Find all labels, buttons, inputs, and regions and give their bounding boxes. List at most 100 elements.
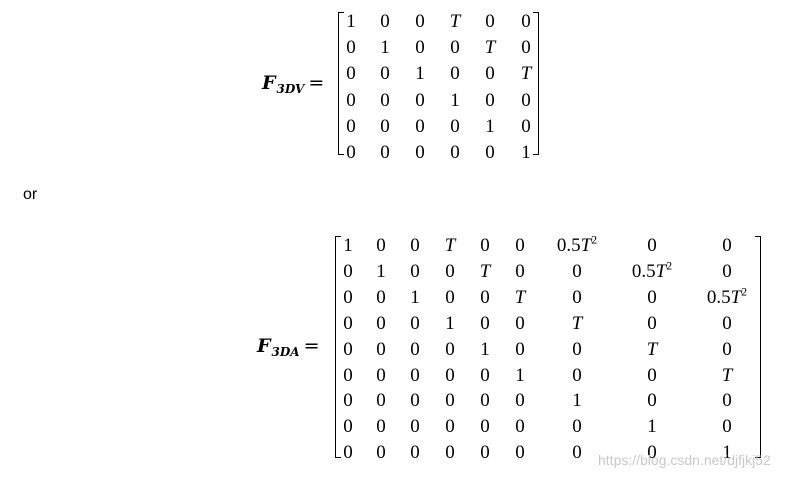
matrix-cell: 0 <box>480 364 490 386</box>
matrix-cell: 0 <box>346 63 356 85</box>
matrix-cell: 0 <box>572 338 582 360</box>
matrix-cell: 0 <box>515 416 525 438</box>
matrix-cell: 0 <box>415 115 425 137</box>
matrix-cell: 0 <box>380 115 390 137</box>
matrix-cell: 0 <box>480 442 490 464</box>
matrix-left-bracket <box>335 236 341 458</box>
equation-lhs: F3DV= <box>262 72 325 96</box>
matrix-cell: 0 <box>521 115 531 137</box>
matrix-cell: 0 <box>376 416 386 438</box>
equals-sign: = <box>308 72 325 94</box>
matrix-cell: T <box>444 235 456 256</box>
matrix-cell: 0.5T2 <box>556 232 598 256</box>
matrix-cell: 0 <box>572 364 582 386</box>
matrix-cell: 0 <box>343 338 353 360</box>
matrix-cell: 0 <box>410 416 420 438</box>
matrix-cell: 1 <box>722 442 732 464</box>
matrix-cell: 0 <box>376 286 386 308</box>
matrix-cell: 0 <box>450 37 460 59</box>
matrix-cell: 0 <box>410 364 420 386</box>
matrix-cell: 0 <box>722 338 732 360</box>
lhs-subscript: 3DV <box>276 82 305 96</box>
matrix-cell: 0 <box>450 115 460 137</box>
matrix-cell: T <box>514 286 526 308</box>
matrix-cell: 0 <box>515 260 525 282</box>
matrix-cell: T <box>484 37 496 59</box>
matrix-cell: 0 <box>445 286 455 308</box>
matrix-cell: 0 <box>480 235 490 256</box>
matrix-cell: 1 <box>485 115 495 137</box>
matrix-cell: T <box>520 63 532 85</box>
matrix-cell: 0 <box>346 142 356 163</box>
matrix-cell: 0 <box>521 37 531 59</box>
matrix-cell: 0 <box>572 442 582 464</box>
equals-sign: = <box>303 335 320 357</box>
matrix-cell: 0 <box>376 364 386 386</box>
lhs-symbol: F <box>262 72 276 94</box>
matrix-cell: 0 <box>445 442 455 464</box>
matrix-cell: 0 <box>343 260 353 282</box>
matrix-cell: 0 <box>521 11 531 32</box>
matrix-cell: 0 <box>485 11 495 32</box>
matrix-cell: 0 <box>410 390 420 412</box>
matrix-cell: 0 <box>722 260 732 282</box>
matrix-cell: 0 <box>515 390 525 412</box>
matrix-cell: 1 <box>415 63 425 85</box>
matrix-cell: 0 <box>647 390 657 412</box>
matrix-cell: 0 <box>343 364 353 386</box>
matrix-cell: 0 <box>380 89 390 111</box>
matrix-cell: 1 <box>343 235 353 256</box>
matrix-cell: 0 <box>410 235 420 256</box>
matrix-cell: 0 <box>515 312 525 334</box>
matrix-cell: 0 <box>485 89 495 111</box>
matrix-cell: T <box>479 260 491 282</box>
matrix-cell: 0 <box>521 89 531 111</box>
matrix-cell: 0 <box>415 142 425 163</box>
matrix-cell: 0 <box>415 11 425 32</box>
matrix-cell: 0 <box>647 364 657 386</box>
matrix-cell: 0 <box>410 338 420 360</box>
matrix-cell: 0 <box>376 442 386 464</box>
matrix-cell: 0 <box>410 312 420 334</box>
matrix-cell: 0 <box>515 442 525 464</box>
equation-lhs: F3DA= <box>257 335 320 359</box>
matrix-cell: T <box>646 338 658 360</box>
matrix-cell: 0 <box>515 235 525 256</box>
matrix-cell: 1 <box>515 364 525 386</box>
matrix-cell: 1 <box>572 390 582 412</box>
lhs-symbol: F <box>257 335 271 357</box>
matrix-cell: 0 <box>480 312 490 334</box>
matrix-cell: 0 <box>343 286 353 308</box>
matrix-cell: 0 <box>445 338 455 360</box>
matrix-cell: 1 <box>346 11 356 32</box>
matrix-cell: 1 <box>410 286 420 308</box>
matrix-cell: 0 <box>647 312 657 334</box>
matrix-cell: 0 <box>376 312 386 334</box>
matrix-cell: 0.5T2 <box>706 284 748 308</box>
matrix-cell: 0 <box>346 115 356 137</box>
matrix-cell: 0 <box>380 142 390 163</box>
matrix-cell: 0.5T2 <box>631 258 673 282</box>
matrix-cell: T <box>449 11 461 32</box>
matrix-cell: 0 <box>445 416 455 438</box>
matrix-cell: 0 <box>647 235 657 256</box>
matrix-cell: 0 <box>343 312 353 334</box>
matrix-cell: 0 <box>346 89 356 111</box>
matrix-cell: 0 <box>410 260 420 282</box>
matrix-cell: 0 <box>480 416 490 438</box>
matrix-cell: 0 <box>343 390 353 412</box>
matrix-cell: 0 <box>380 11 390 32</box>
matrix-cell: 0 <box>376 390 386 412</box>
matrix-cell: 0 <box>343 416 353 438</box>
matrix-cell: 0 <box>647 442 657 464</box>
matrix-cell: 0 <box>445 260 455 282</box>
matrix-cell: T <box>721 364 733 386</box>
matrix-cell: 0 <box>376 235 386 256</box>
matrix-cell: 0 <box>722 416 732 438</box>
matrix-cell: 0 <box>485 63 495 85</box>
matrix-cell: 1 <box>647 416 657 438</box>
matrix-cell: 0 <box>450 142 460 163</box>
matrix-left-bracket <box>338 12 344 155</box>
matrix-cell: 1 <box>445 312 455 334</box>
matrix-cell: 0 <box>480 286 490 308</box>
